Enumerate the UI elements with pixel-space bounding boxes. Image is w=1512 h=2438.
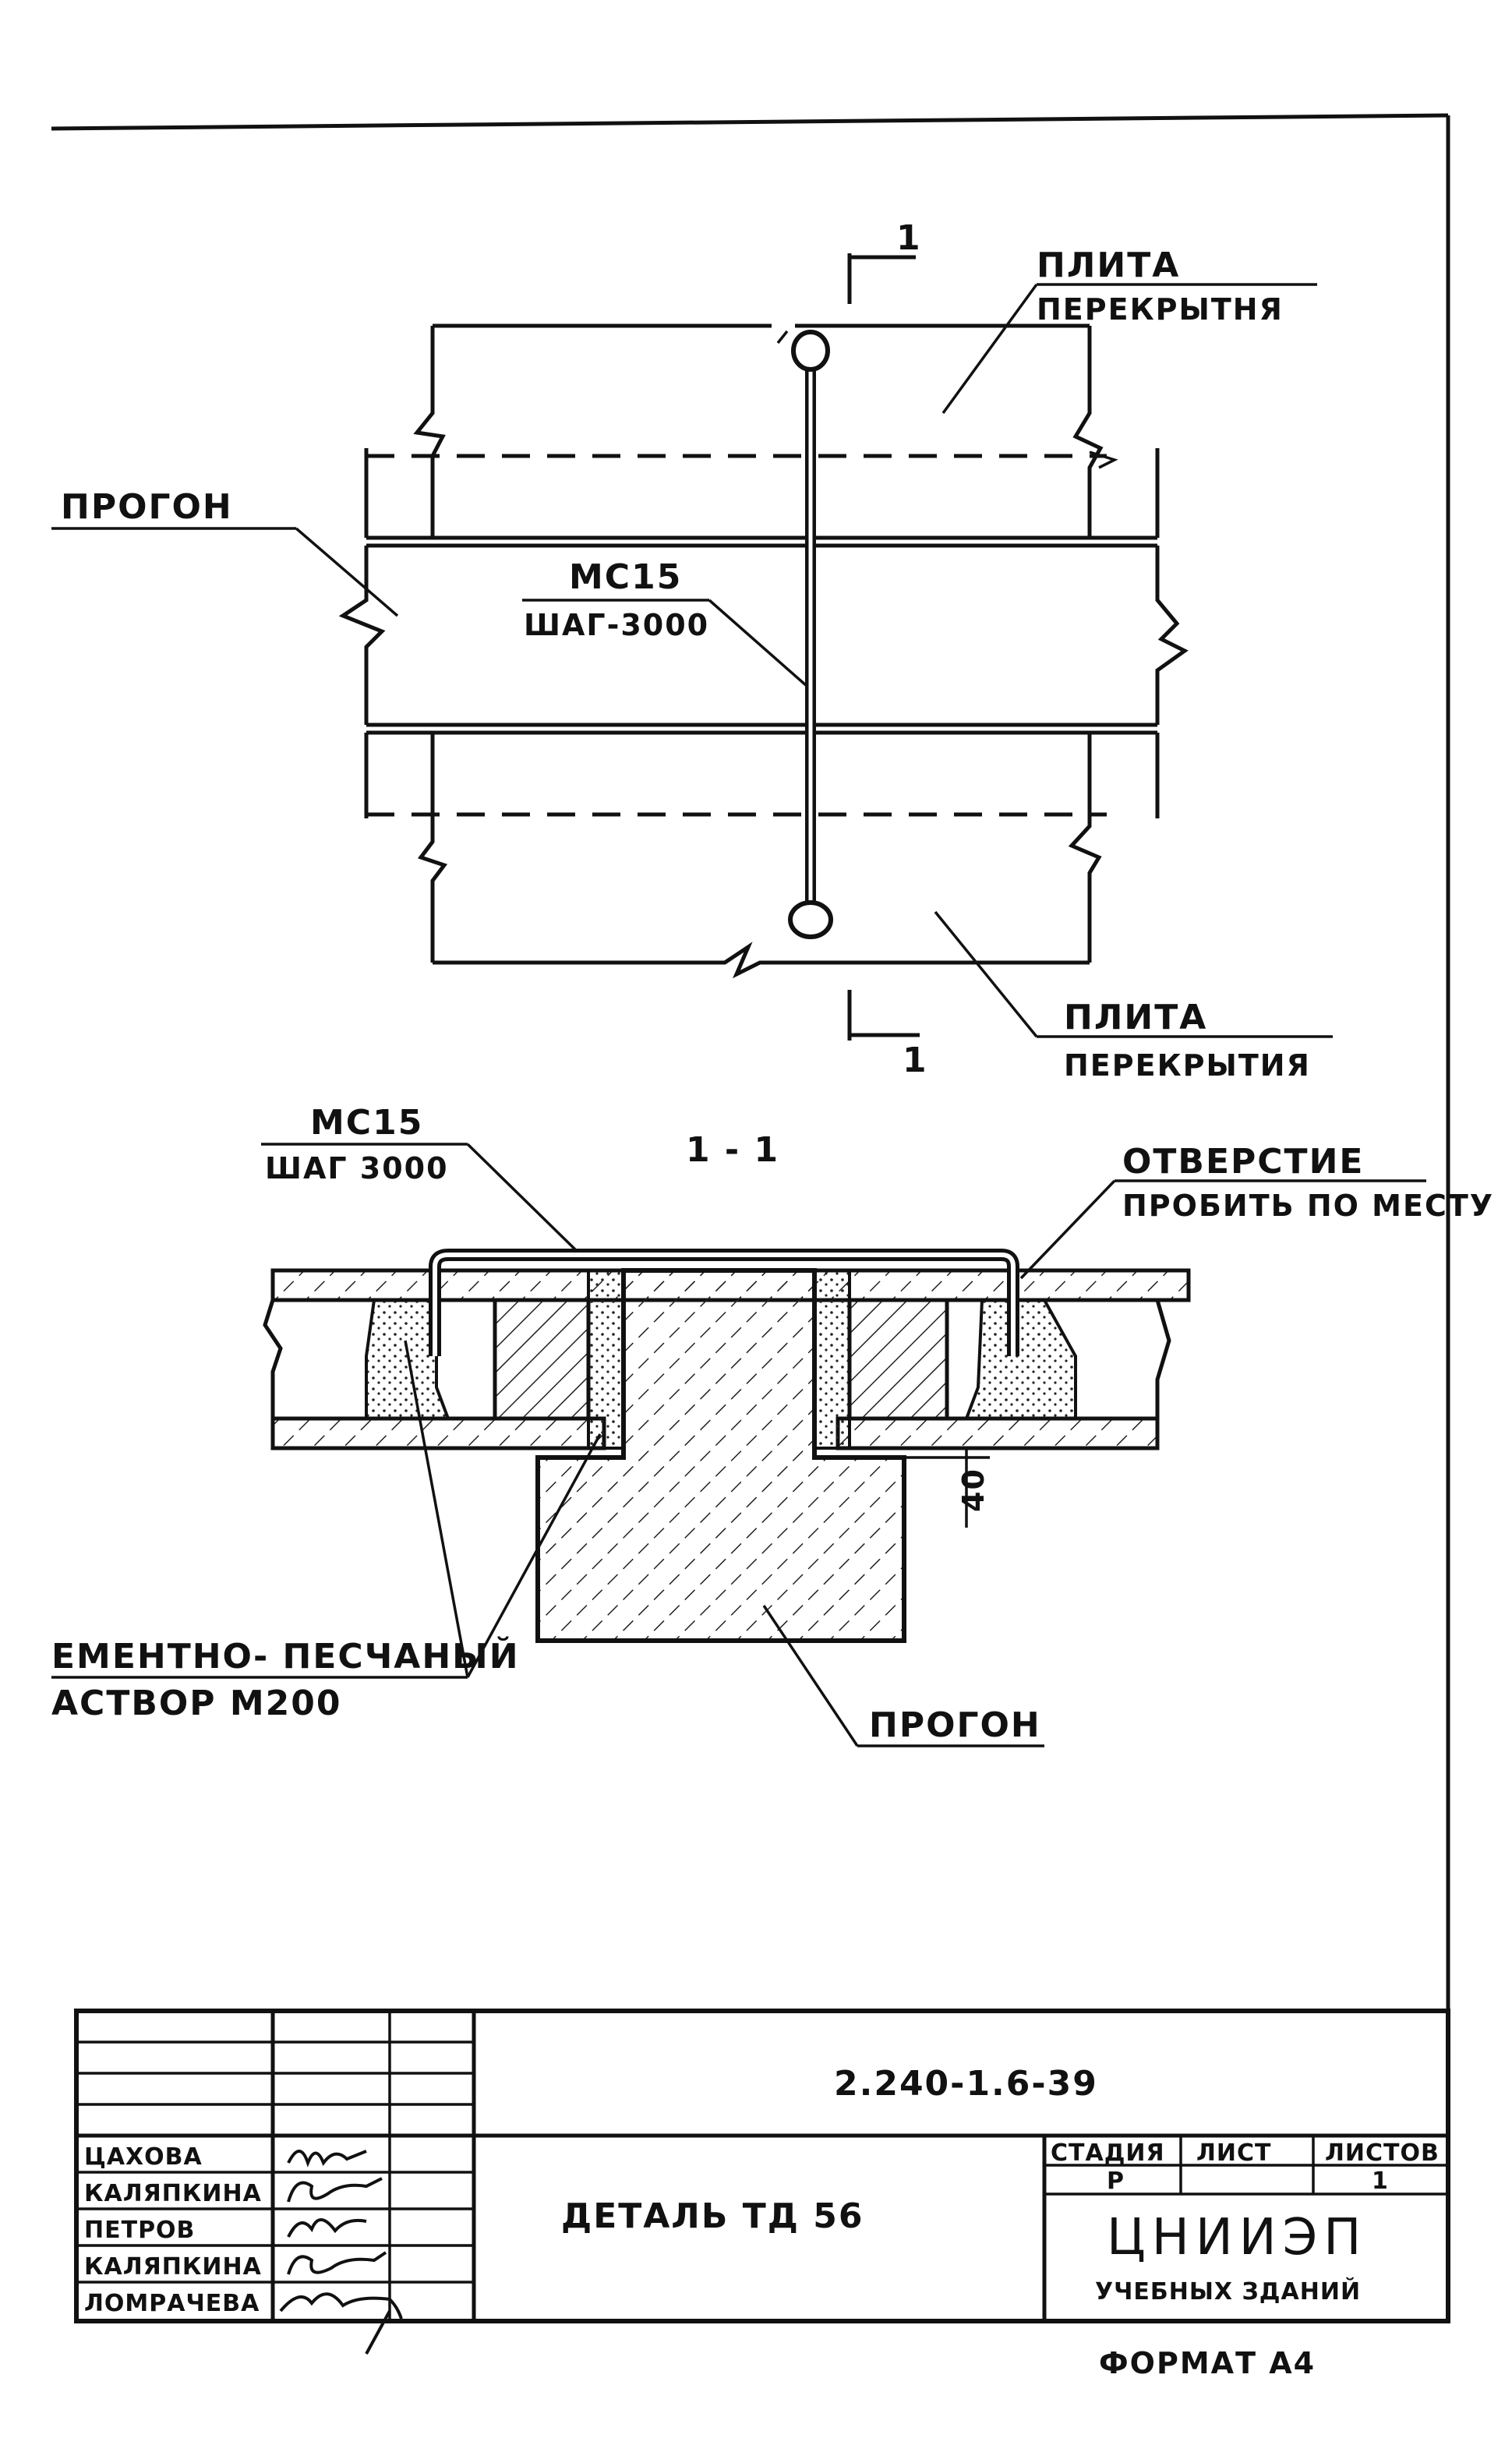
- label-hole: ОТВЕРСТИЕ ПРОБИТЬ ПО МЕСТУ: [1019, 1142, 1494, 1280]
- slab-top-label-1: ПЛИТА: [1037, 246, 1180, 285]
- label-beam-section: ПРОГОН: [762, 1605, 1044, 1747]
- slab-bottom-label-1: ПЛИТА: [1064, 998, 1207, 1037]
- section-mark-top-label: 1: [896, 218, 922, 258]
- mortar-label-2: АСТВОР М200: [51, 1684, 342, 1723]
- beam-plan: [338, 535, 1189, 735]
- sheets-header: ЛИСТОВ: [1325, 2139, 1440, 2167]
- tie-rod-mc15-plan: [776, 330, 833, 939]
- label-beam-plan: ПРОГОН: [51, 487, 399, 617]
- stage-value: Р: [1107, 2168, 1125, 2195]
- beam-plan-label: ПРОГОН: [61, 487, 233, 527]
- person-row-3: ПЕТРОВ: [84, 2217, 195, 2244]
- organization-sub: УЧЕБНЫХ ЗДАНИЙ: [1095, 2277, 1361, 2306]
- stage-header: СТАДИЯ: [1051, 2139, 1165, 2167]
- top-slab-outline: [413, 323, 1104, 540]
- title-block: 2.240-1.6-39 ДЕТАЛЬ ТД 56 ЦАХОВА КАЛЯПКИ…: [74, 2009, 1450, 2355]
- section-title: 1 - 1: [686, 1130, 779, 1170]
- tie-step-section: ШАГ 3000: [265, 1151, 449, 1185]
- plan-view: 1 1 ПЛИТА ПЕРЕКРЫТНЯ ПРОГОН МС15 ШАГ-300…: [51, 218, 1333, 1083]
- slab-rib-left: [493, 1298, 591, 1421]
- slab-bottom-plate-right: [835, 1416, 1160, 1450]
- person-row-2: КАЛЯПКИНА: [84, 2180, 262, 2207]
- tie-mark-plan: МС15: [569, 557, 682, 597]
- mortar-label-1: ЕМЕНТНО- ПЕСЧАНЫЙ: [51, 1635, 520, 1677]
- label-tie-section: МС15 ШАГ 3000: [261, 1103, 578, 1253]
- organization-name: ЦНИИЭП: [1107, 2209, 1367, 2267]
- label-slab-top: ПЛИТА ПЕРЕКРЫТНЯ: [941, 246, 1317, 415]
- signatures: [279, 2150, 403, 2355]
- bottom-slab-outline: [417, 730, 1102, 979]
- section-mark-bottom-label: 1: [903, 1041, 928, 1080]
- dimension-40-label: 40: [956, 1468, 991, 1512]
- hole-label-2: ПРОБИТЬ ПО МЕСТУ: [1122, 1189, 1494, 1223]
- hole-label-1: ОТВЕРСТИЕ: [1122, 1142, 1364, 1182]
- slab-rib-right: [847, 1298, 949, 1421]
- beam-section: [535, 1268, 906, 1643]
- format-label: ФОРМАТ А4: [1099, 2346, 1316, 2380]
- slab-top-label-2: ПЕРЕКРЫТНЯ: [1037, 292, 1284, 327]
- mortar-fill-right: [964, 1298, 1077, 1420]
- section-view: 1 - 1 40 МС15 ШАГ 300: [51, 1103, 1494, 1747]
- beam-section-label: ПРОГОН: [869, 1705, 1041, 1745]
- label-mortar: ЕМЕНТНО- ПЕСЧАНЫЙ АСТВОР М200: [51, 1340, 602, 1723]
- joint-mortar-left: [587, 1269, 625, 1450]
- person-row-5: ЛОМРАЧЕВА: [84, 2290, 260, 2317]
- label-tie-plan: МС15 ШАГ-3000: [522, 557, 808, 687]
- section-cut-mark-top: 1: [847, 218, 922, 304]
- person-row-1: ЦАХОВА: [84, 2143, 203, 2171]
- document-code: 2.240-1.6-39: [834, 2064, 1098, 2104]
- person-row-4: КАЛЯПКИНА: [84, 2253, 262, 2281]
- drawing-title: ДЕТАЛЬ ТД 56: [561, 2196, 864, 2236]
- tie-mark-section: МС15: [310, 1103, 423, 1143]
- sheets-value: 1: [1372, 2168, 1389, 2195]
- slab-bottom-plate-left: [270, 1416, 606, 1450]
- tie-step-plan: ШАГ-3000: [524, 608, 709, 642]
- dimension-40: 40: [904, 1447, 991, 1528]
- sheet-frame: [51, 113, 1450, 2321]
- section-cut-mark-bottom: 1: [847, 990, 928, 1080]
- joint-mortar-right: [813, 1269, 851, 1450]
- label-slab-bottom: ПЛИТА ПЕРЕКРЫТИЯ: [934, 910, 1333, 1083]
- slab-bottom-label-2: ПЕРЕКРЫТИЯ: [1064, 1048, 1311, 1083]
- sheet-header: ЛИСТ: [1196, 2139, 1272, 2167]
